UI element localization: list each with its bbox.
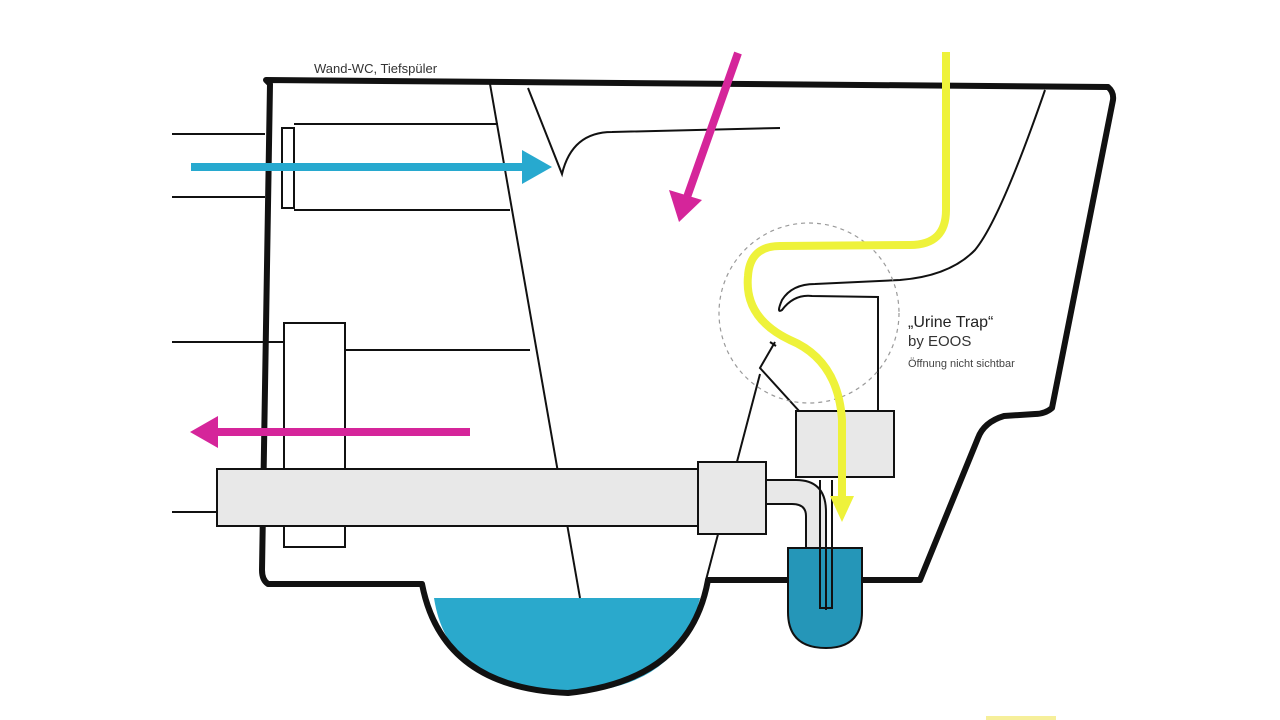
urine-trap-title: „Urine Trap“ <box>908 314 993 331</box>
urine-flow-path <box>743 52 950 522</box>
urine-connector-elbow <box>765 479 827 549</box>
waste-inflow-arrow <box>669 51 742 222</box>
wall-stub-lines <box>172 133 285 513</box>
yellow-edge-fragment <box>986 716 1056 720</box>
waste-drain-pipe <box>216 461 767 535</box>
toilet-body-outline <box>259 77 1117 696</box>
urine-trap-focus-circle <box>718 222 900 404</box>
flush-water-arrow <box>191 150 552 184</box>
bowl-water <box>434 598 700 693</box>
urine-trap-assembly <box>765 410 895 650</box>
waste-outflow-arrow <box>190 416 470 448</box>
urine-trap-note: Öffnung nicht sichtbar <box>908 358 1015 370</box>
diagram-title: Wand-WC, Tiefspüler <box>314 61 438 76</box>
urine-trap-subtitle: by EOOS <box>908 333 971 350</box>
